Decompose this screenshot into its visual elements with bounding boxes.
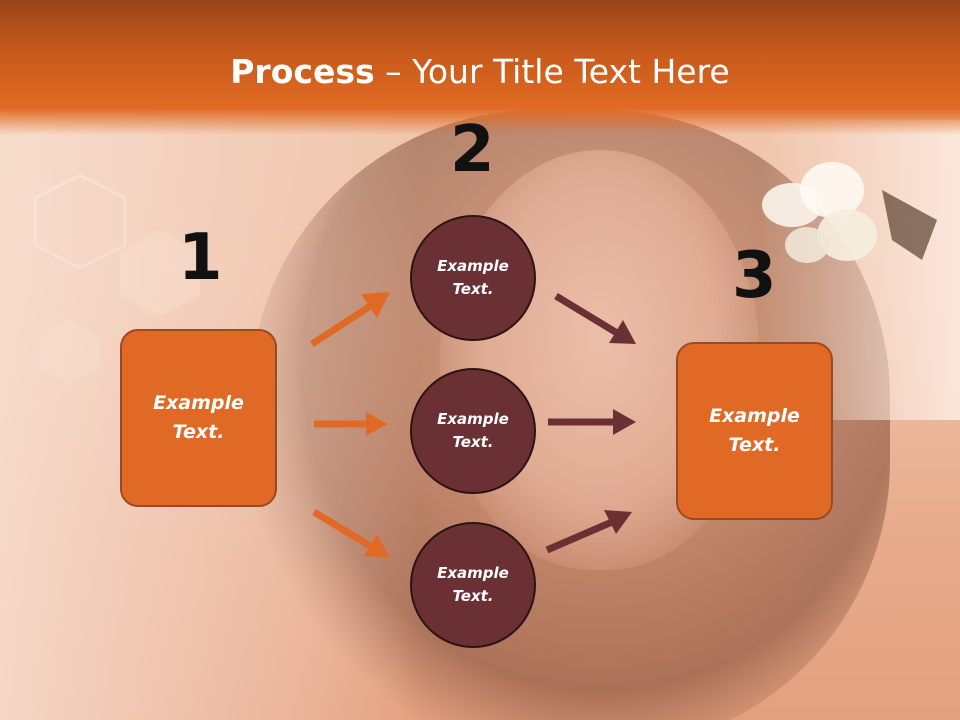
left-box[interactable]: Example Text. <box>120 329 277 507</box>
title-rest: – Your Title Text Here <box>374 52 730 91</box>
circle-top[interactable]: Example Text. <box>410 215 536 341</box>
step-number-1: 1 <box>178 221 223 295</box>
circle-bottom[interactable]: Example Text. <box>410 522 536 648</box>
slide-title: Process – Your Title Text Here <box>0 52 960 91</box>
arrow-left-to-middle <box>314 412 388 436</box>
header-band <box>0 0 960 135</box>
step-number-3: 3 <box>732 239 777 313</box>
left-box-text: Example Text. <box>153 392 244 443</box>
title-bold: Process <box>230 52 375 91</box>
arrow-middle-to-right <box>548 409 636 435</box>
flower-decoration <box>762 162 937 263</box>
hexagon-decoration <box>33 173 200 384</box>
circle-middle-text: Example Text. <box>437 410 509 451</box>
arrow-bottom-to-right <box>545 510 632 554</box>
step-number-2: 2 <box>450 113 495 187</box>
arrow-left-to-top <box>310 292 390 347</box>
circle-middle[interactable]: Example Text. <box>410 368 536 494</box>
arrow-left-to-bottom <box>312 509 390 558</box>
right-box-text: Example Text. <box>709 405 800 456</box>
arrow-top-to-right <box>554 293 636 344</box>
circle-bottom-text: Example Text. <box>437 564 509 605</box>
right-box[interactable]: Example Text. <box>676 342 833 520</box>
circle-top-text: Example Text. <box>437 257 509 298</box>
